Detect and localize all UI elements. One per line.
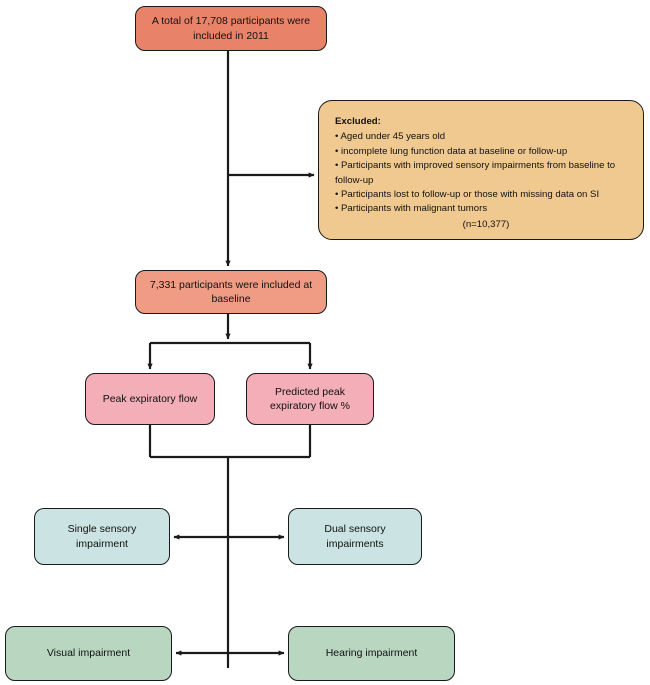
box-predicted-peak-expiratory-flow: Predicted peak expiratory flow % xyxy=(246,373,374,425)
excluded-item-5: • Participants with malignant tumors xyxy=(335,203,488,215)
box-hearing-impairment: Hearing impairment xyxy=(288,626,455,681)
dual-sensory-line1: Dual sensory xyxy=(324,523,386,536)
total-participants-line1: A total of 17,708 participants were xyxy=(151,15,311,28)
excluded-item-3: • Participants with improved sensory imp… xyxy=(335,160,618,186)
box-single-sensory-impairment: Single sensory impairment xyxy=(34,508,170,565)
box-dual-sensory-impairments: Dual sensory impairments xyxy=(288,508,422,565)
dual-sensory-line2: impairments xyxy=(326,537,384,550)
excluded-item-2: • incomplete lung function data at basel… xyxy=(335,145,568,157)
single-sensory-line2: impairment xyxy=(76,537,128,550)
excluded-item-1: • Aged under 45 years old xyxy=(335,131,446,143)
baseline-line2: baseline xyxy=(211,293,251,305)
excluded-title: Excluded: xyxy=(335,116,381,127)
excluded-item-4: • Participants lost to follow-up or thos… xyxy=(335,188,600,200)
peak-expiratory-flow-label: Peak expiratory flow xyxy=(102,392,198,405)
box-baseline-participants: 7,331 participants were included at base… xyxy=(135,270,327,314)
visual-impairment-label: Visual impairment xyxy=(46,647,131,660)
box-visual-impairment: Visual impairment xyxy=(5,626,172,681)
box-total-participants: A total of 17,708 participants were incl… xyxy=(135,6,327,51)
predicted-pef-line2: expiratory flow % xyxy=(270,400,350,412)
predicted-pef-line1: Predicted peak xyxy=(274,385,346,398)
box-excluded-criteria: Excluded: • Aged under 45 years old • in… xyxy=(318,100,644,240)
total-participants-line2: included in 2011 xyxy=(193,29,269,42)
box-peak-expiratory-flow: Peak expiratory flow xyxy=(85,373,215,425)
baseline-line1: 7,331 participants were included at xyxy=(149,278,313,291)
single-sensory-line1: Single sensory xyxy=(67,523,137,536)
excluded-count: (n=10,377) xyxy=(462,218,510,230)
hearing-impairment-label: Hearing impairment xyxy=(325,647,418,660)
